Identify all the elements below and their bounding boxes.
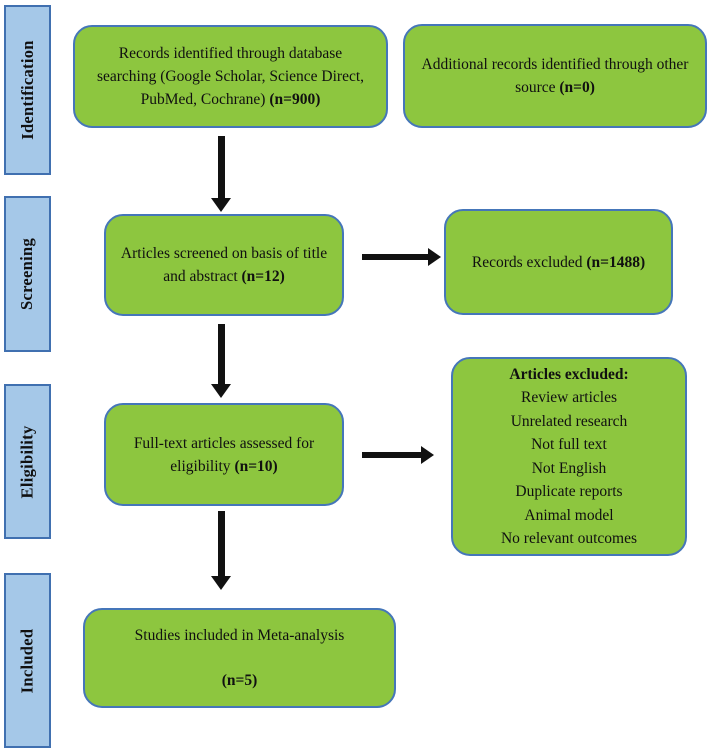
arrow-shaft — [362, 254, 428, 260]
arrow-right-fulltext-to-excluded-icon — [362, 446, 434, 464]
stage-screening: Screening — [4, 196, 51, 352]
box-records-identified: Records identified through database sear… — [73, 25, 388, 128]
stage-included-label: Included — [17, 628, 37, 693]
stage-included: Included — [4, 573, 51, 748]
arrow-down-identification-to-screening-icon — [211, 136, 231, 212]
arrow-shaft — [217, 324, 225, 384]
arrow-right-screened-to-excluded-icon — [362, 248, 441, 266]
stage-identification-label: Identification — [17, 40, 37, 140]
box-articles-screened-text: Articles screened on basis of title and … — [120, 245, 328, 285]
arrow-head — [211, 384, 231, 398]
arrow-down-eligibility-to-included-icon — [211, 511, 231, 590]
box-studies-included: Studies included in Meta-analysis (n=5) — [83, 608, 396, 708]
arrow-shaft — [362, 452, 421, 458]
stage-identification: Identification — [4, 5, 51, 175]
arrow-shaft — [217, 511, 225, 576]
arrow-head — [211, 198, 231, 212]
box-articles-screened: Articles screened on basis of title and … — [104, 214, 344, 316]
stage-eligibility: Eligibility — [4, 384, 51, 539]
box-studies-included-line1: Studies included in Meta-analysis — [134, 627, 345, 644]
box-additional-records: Additional records identified through ot… — [403, 24, 707, 128]
stage-screening-label: Screening — [17, 237, 37, 311]
arrow-head — [211, 576, 231, 590]
arrow-head — [421, 446, 434, 464]
arrow-shaft — [217, 136, 225, 198]
arrow-down-screening-to-eligibility-icon — [211, 324, 231, 398]
box-fulltext-assessed-text: Full-text articles assessed for eligibil… — [133, 434, 315, 475]
box-studies-included-count: (n=5) — [221, 672, 258, 689]
stage-eligibility-label: Eligibility — [17, 425, 37, 498]
box-records-identified-text: Records identified through database sear… — [96, 45, 365, 108]
box-fulltext-assessed: Full-text articles assessed for eligibil… — [104, 403, 344, 506]
box-additional-records-text: Additional records identified through ot… — [421, 56, 689, 96]
arrow-head — [428, 248, 441, 266]
box-records-excluded: Records excluded (n=1488) — [444, 209, 673, 315]
box-records-excluded-text: Records excluded (n=1488) — [471, 253, 646, 271]
box-articles-excluded-title: Articles excluded: — [509, 365, 629, 383]
